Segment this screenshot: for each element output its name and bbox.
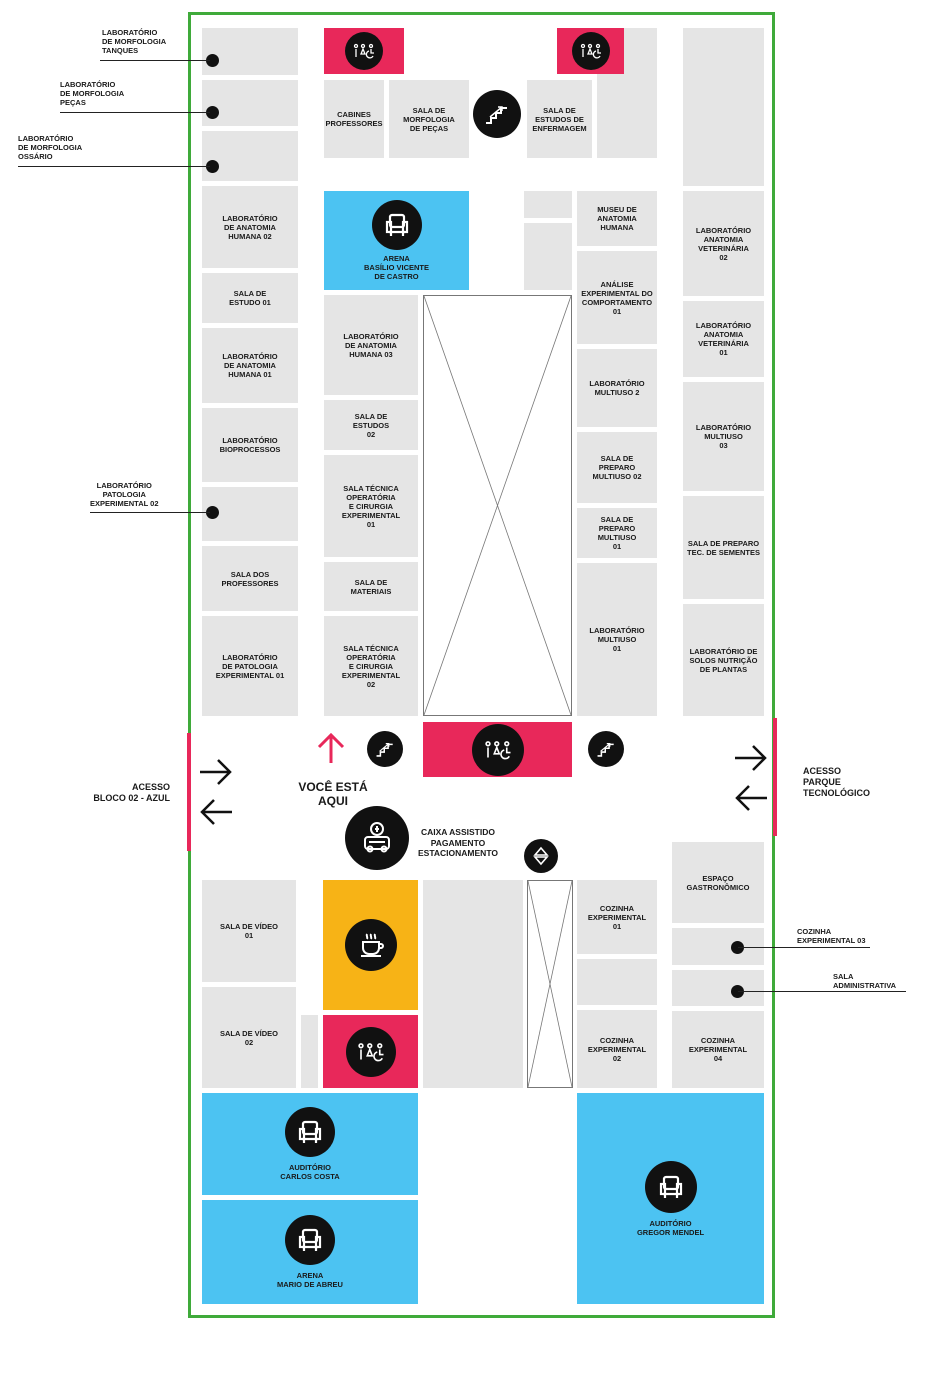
restroom-central[interactable] <box>423 722 572 777</box>
room-lab-anatomia-vet-02[interactable]: LABORATÓRIO ANATOMIA VETERINÁRIA 02 <box>683 191 764 296</box>
room-blank <box>423 880 523 1088</box>
room-museu-anatomia[interactable]: MUSEU DE ANATOMIA HUMANA <box>577 191 657 246</box>
room-lab-solos[interactable]: LABORATÓRIO DE SOLOS NUTRIÇÃO DE PLANTAS <box>683 604 764 716</box>
marker-dot <box>731 941 744 954</box>
room-lab-patologia-01[interactable]: LABORATÓRIO DE PATOLOGIA EXPERIMENTAL 01 <box>202 616 298 716</box>
leader-line <box>18 166 210 167</box>
cafe[interactable] <box>323 880 418 1010</box>
room-arena-basilio[interactable]: ARENA BASÍLIO VICENTE DE CASTRO <box>324 191 469 290</box>
room-blank <box>524 223 572 290</box>
room-cozinha-03[interactable] <box>672 928 764 965</box>
leader-line <box>738 991 906 992</box>
callout-cozinha-03: COZINHA EXPERIMENTAL 03 <box>797 927 866 945</box>
seat-icon <box>285 1215 335 1265</box>
room-lab-anatomia-humana-03[interactable]: LABORATÓRIO DE ANATOMIA HUMANA 03 <box>324 295 418 395</box>
void-lower <box>527 880 573 1088</box>
room-arena-mario[interactable]: ARENA MARIO DE ABREU <box>202 1200 418 1304</box>
leader-line <box>100 60 210 61</box>
seat-icon <box>371 200 422 250</box>
room-sala-tecnica-02[interactable]: SALA TÉCNICA OPERATÓRIA E CIRURGIA EXPER… <box>324 616 418 716</box>
room-sala-estudos-enfermagem[interactable]: SALA DE ESTUDOS DE ENFERMAGEM <box>527 80 592 158</box>
marker-dot <box>731 985 744 998</box>
marker-dot <box>206 54 219 67</box>
room-cozinha-04[interactable]: COZINHA EXPERIMENTAL 04 <box>672 1011 764 1088</box>
callout-lab-morfologia-pecas: LABORATÓRIO DE MORFOLOGIA PEÇAS <box>60 80 125 107</box>
room-lab-anatomia-vet-01[interactable]: LABORATÓRIO ANATOMIA VETERINÁRIA 01 <box>683 301 764 377</box>
restroom-icon <box>345 32 383 70</box>
room-sala-materiais[interactable]: SALA DE MATERIAIS <box>324 562 418 611</box>
access-door-right <box>773 718 777 836</box>
room-sala-administrativa[interactable] <box>672 970 764 1006</box>
room-cozinha-01[interactable]: COZINHA EXPERIMENTAL 01 <box>577 880 657 954</box>
room-lab-morfologia-ossario[interactable] <box>202 131 298 181</box>
room-sala-video-02[interactable]: SALA DE VÍDEO 02 <box>202 987 296 1088</box>
room-cozinha-02[interactable]: COZINHA EXPERIMENTAL 02 <box>577 1010 657 1088</box>
room-auditorio-gregor[interactable]: AUDITÓRIO GREGOR MENDEL <box>577 1093 764 1304</box>
stairs-icon[interactable] <box>473 90 521 138</box>
room-lab-anatomia-humana-02[interactable]: LABORATÓRIO DE ANATOMIA HUMANA 02 <box>202 186 298 268</box>
room-blank <box>597 74 657 158</box>
room-lab-anatomia-humana-01[interactable]: LABORATÓRIO DE ANATOMIA HUMANA 01 <box>202 328 298 403</box>
you-are-here-label: VOCÊ ESTÁ AQUI <box>298 780 368 808</box>
room-sala-preparo-sementes[interactable]: SALA DE PREPARO TEC. DE SEMENTES <box>683 496 764 599</box>
room-lab-multiuso-01[interactable]: LABORATÓRIO MULTIUSO 01 <box>577 563 657 716</box>
arrow-up-icon <box>317 732 345 763</box>
room-auditorio-carlos[interactable]: AUDITÓRIO CARLOS COSTA <box>202 1093 418 1195</box>
room-analise-comportamento[interactable]: ANÁLISE EXPERIMENTAL DO COMPORTAMENTO 01 <box>577 251 657 344</box>
stairs-icon[interactable] <box>588 731 624 767</box>
atrium-void <box>423 295 572 716</box>
restroom-icon <box>571 32 610 70</box>
room-lab-bioprocessos[interactable]: LABORATÓRIO BIOPROCESSOS <box>202 408 298 482</box>
room-lab-multiuso-2[interactable]: LABORATÓRIO MULTIUSO 2 <box>577 349 657 427</box>
seat-icon <box>285 1107 335 1157</box>
access-right-label: ACESSO PARQUE TECNOLÓGICO <box>803 766 870 798</box>
callout-lab-patologia-02: LABORATÓRIO PATOLOGIA EXPERIMENTAL 02 <box>90 481 159 508</box>
seat-icon <box>644 1160 697 1213</box>
callout-lab-morfologia-tanques: LABORATÓRIO DE MORFOLOGIA TANQUES <box>102 28 167 55</box>
restroom-icon <box>345 1026 396 1077</box>
room-sala-professores[interactable]: SALA DOS PROFESSORES <box>202 546 298 611</box>
room-blank <box>524 191 572 218</box>
room-cabines-professores[interactable]: CABINES PROFESSORES <box>324 80 384 158</box>
restroom-icon <box>471 723 524 776</box>
leader-line <box>60 112 210 113</box>
room-sala-preparo-01[interactable]: SALA DE PREPARO MULTIUSO 01 <box>577 508 657 558</box>
room-sala-estudo-01[interactable]: SALA DE ESTUDO 01 <box>202 273 298 323</box>
stairs-icon[interactable] <box>367 731 403 767</box>
room-espaco-gastronomico[interactable]: ESPAÇO GASTRONÔMICO <box>672 842 764 923</box>
access-door-left <box>187 733 191 851</box>
coffee-icon <box>344 919 397 971</box>
room-blank <box>301 1015 318 1088</box>
elevator-icon[interactable] <box>524 839 558 873</box>
room-sala-estudos-02[interactable]: SALA DE ESTUDOS 02 <box>324 400 418 450</box>
room-lab-multiuso-03[interactable]: LABORATÓRIO MULTIUSO 03 <box>683 382 764 491</box>
leader-line <box>90 512 210 513</box>
marker-dot <box>206 506 219 519</box>
leader-line <box>738 947 870 948</box>
arrow-left-right-icon <box>735 745 767 811</box>
callout-lab-morfologia-ossario: LABORATÓRIO DE MORFOLOGIA OSSÁRIO <box>18 134 83 161</box>
restroom-top-right[interactable] <box>557 28 624 74</box>
building-outline <box>188 12 775 1318</box>
room-sala-video-01[interactable]: SALA DE VÍDEO 01 <box>202 880 296 982</box>
arrow-right-left-icon <box>200 759 232 825</box>
room-sala-tecnica-01[interactable]: SALA TÉCNICA OPERATÓRIA E CIRURGIA EXPER… <box>324 455 418 557</box>
caixa-label: CAIXA ASSISTIDO PAGAMENTO ESTACIONAMENTO <box>418 827 498 858</box>
room-blank <box>683 28 764 186</box>
room-lab-morfologia-tanques[interactable] <box>202 28 298 75</box>
cashier-icon[interactable] <box>345 806 409 870</box>
restroom-lower[interactable] <box>323 1015 418 1088</box>
restroom-top-left[interactable] <box>324 28 404 74</box>
room-lab-morfologia-pecas[interactable] <box>202 80 298 126</box>
marker-dot <box>206 106 219 119</box>
callout-sala-administrativa: SALA ADMINISTRATIVA <box>833 972 897 990</box>
access-left-label: ACESSO BLOCO 02 - AZUL <box>93 782 170 803</box>
room-sala-morfologia-pecas[interactable]: SALA DE MORFOLOGIA DE PEÇAS <box>389 80 469 158</box>
marker-dot <box>206 160 219 173</box>
room-blank <box>577 959 657 1005</box>
room-sala-preparo-02[interactable]: SALA DE PREPARO MULTIUSO 02 <box>577 432 657 503</box>
